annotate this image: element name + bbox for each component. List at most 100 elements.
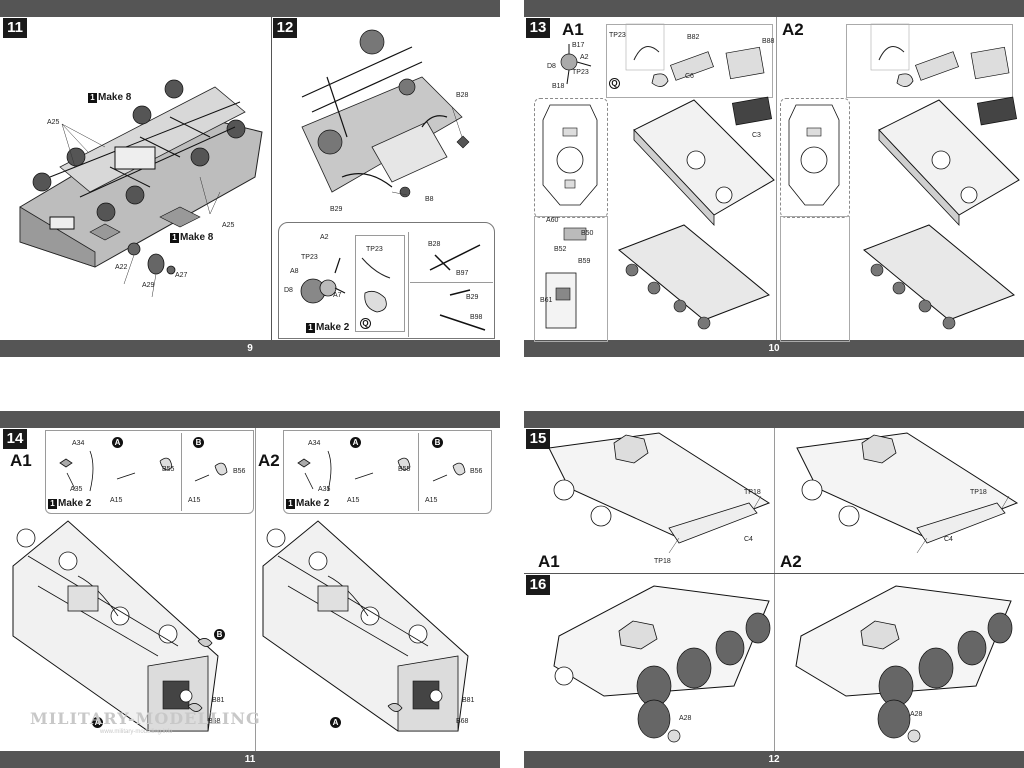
quantity-icon: 1 — [88, 93, 97, 103]
rod-parts-illustration — [429, 244, 486, 331]
step-number-13: 13 — [526, 18, 550, 38]
wheel-fitting-illustration — [795, 585, 1013, 743]
part-label-b68: B68 — [456, 718, 469, 725]
part-label-tp23: TP23 — [609, 32, 626, 39]
part-label-a22: A22 — [115, 264, 128, 271]
part-label-a35: A35 — [318, 486, 331, 493]
part-label-a27: A27 — [175, 272, 188, 279]
part-label-b81: B81 — [462, 697, 475, 704]
quantity-icon: 1 — [306, 323, 315, 333]
part-label-tp18: TP18 — [744, 489, 761, 496]
part-label-b18: B18 — [552, 83, 565, 90]
part-label-b17: B17 — [572, 42, 585, 49]
part-label-tp18: TP18 — [654, 558, 671, 565]
sub-assembly-box — [846, 24, 1013, 98]
make-label: Make 8 — [98, 92, 132, 103]
part-label-a8: A8 — [290, 268, 299, 275]
part-label-a29: A29 — [142, 282, 155, 289]
part-label-a28: A28 — [910, 711, 923, 718]
page-number: 9 — [247, 343, 253, 354]
front-axle-illustration — [301, 29, 470, 198]
part-label-b68: B68 — [208, 718, 221, 725]
page-header-bar — [524, 0, 1024, 17]
photo-etch-detail-box — [355, 235, 405, 332]
part-label-b59: B59 — [578, 258, 591, 265]
part-label-a25: A25 — [47, 119, 60, 126]
option-divider — [181, 433, 182, 511]
part-label-b97: B97 — [456, 270, 469, 277]
hull-top-outline-illustration — [788, 104, 840, 206]
part-label-d8: D8 — [547, 63, 556, 70]
chassis-underside-illustration — [19, 79, 263, 298]
option-a-marker: A — [350, 437, 361, 448]
page-number: 10 — [768, 343, 780, 354]
page-footer-bar — [524, 751, 1024, 768]
option-a-callout: A — [92, 717, 103, 728]
make-label: Make 8 — [180, 232, 214, 243]
part-label-a15: A15 — [188, 497, 201, 504]
part-label-b55: B55 — [162, 466, 175, 473]
part-label-a60: A60 — [546, 217, 559, 224]
page-header-bar — [0, 0, 500, 17]
part-label-tp23: TP23 — [301, 254, 318, 261]
rear-door-parts-illustration — [545, 227, 587, 329]
make-label: Make 2 — [58, 498, 92, 509]
upper-hull-illustration — [863, 23, 1020, 330]
part-label-c4: C4 — [744, 536, 753, 543]
part-label-b88: B88 — [762, 38, 775, 45]
part-label-c6: C6 — [685, 73, 694, 80]
quantity-icon: 1 — [48, 499, 57, 509]
option-b-marker: B — [193, 437, 204, 448]
rear-hull-illustration — [262, 520, 469, 732]
page-footer-bar — [0, 340, 500, 357]
manual-page-11: 11 14 A1 A2 A B A B A34 A35 A15 B55 A15 … — [0, 411, 500, 768]
part-label-a2: A2 — [580, 54, 589, 61]
part-label-tp23: TP23 — [572, 69, 589, 76]
part-label-b82: B82 — [687, 34, 700, 41]
bend-instruction-icon: Q — [360, 318, 371, 329]
part-label-b8: B8 — [425, 196, 434, 203]
bend-instruction-icon: Q — [609, 78, 620, 89]
variant-divider — [255, 428, 256, 751]
page-header-bar — [524, 411, 1024, 428]
part-label-a15: A15 — [110, 497, 123, 504]
page-header-bar — [0, 411, 500, 428]
fan-parts-illustration — [59, 450, 228, 492]
watermark-logo: MILITARY-MODELLING — [30, 709, 261, 728]
variant-a2-label: A2 — [780, 552, 802, 571]
part-label-b52: B52 — [554, 246, 567, 253]
quantity-icon: 1 — [286, 499, 295, 509]
part-label-a34: A34 — [72, 440, 85, 447]
sub-assembly-box — [780, 216, 850, 342]
page-footer-bar — [524, 340, 1024, 357]
part-label-a15: A15 — [425, 497, 438, 504]
option-b-callout: B — [214, 629, 225, 640]
step-number-11: 11 — [3, 18, 27, 38]
watermark-url: www.military-modelling.info — [100, 729, 173, 735]
sub-assembly-box — [606, 24, 773, 98]
make-label: Make 2 — [296, 498, 330, 509]
part-label-a35: A35 — [70, 486, 83, 493]
sub-assembly-box — [45, 430, 254, 514]
variant-a1-label: A1 — [562, 20, 584, 39]
sub-assembly-box — [534, 216, 608, 342]
part-label-d8: D8 — [284, 287, 293, 294]
sub-assembly-box — [283, 430, 492, 514]
option-a-callout: A — [330, 717, 341, 728]
part-label-b28: B28 — [428, 241, 441, 248]
sub-box-divider — [410, 282, 493, 283]
option-divider — [418, 433, 419, 511]
variant-a2-label: A2 — [782, 20, 804, 39]
step-number-16: 16 — [526, 575, 550, 595]
manual-page-12: 12 15 TP18 C4 TP18 A1 TP18 C4 A2 16 — [524, 411, 1024, 768]
part-label-b29: B29 — [466, 294, 479, 301]
part-label-c4: C4 — [944, 536, 953, 543]
sub-assembly-box — [278, 222, 495, 339]
page-number: 12 — [768, 754, 780, 765]
